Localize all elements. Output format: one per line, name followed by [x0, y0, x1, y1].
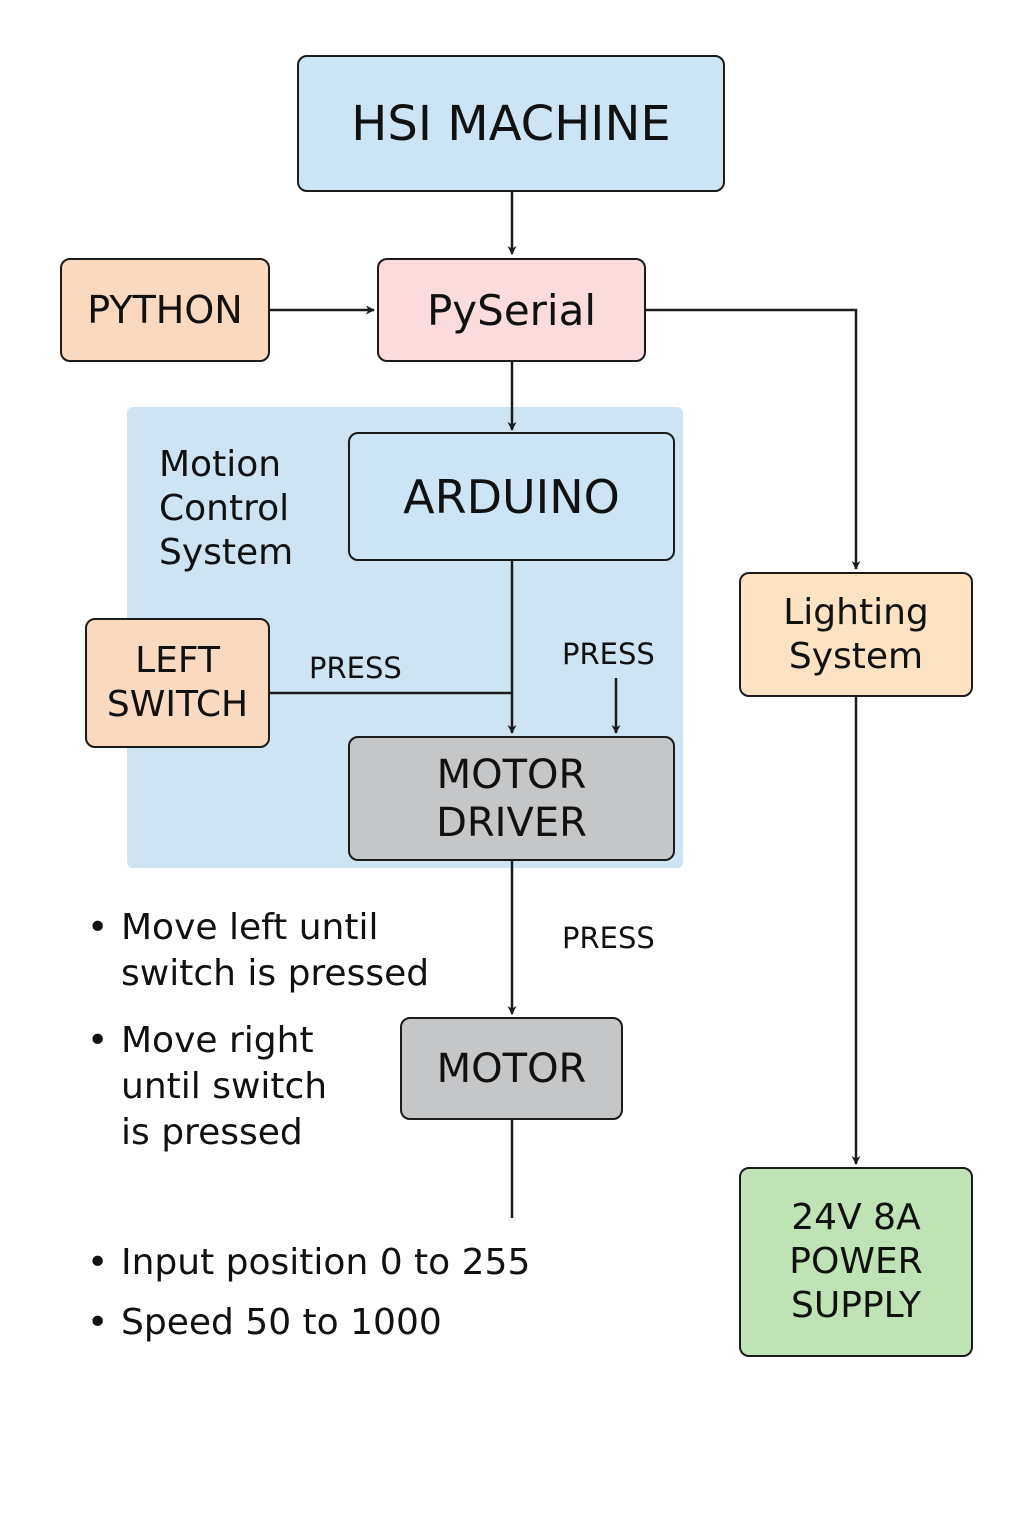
- right-press-label: PRESS: [562, 637, 655, 671]
- python-label: PYTHON: [87, 288, 243, 332]
- motor-label: MOTOR: [436, 1045, 587, 1092]
- hsi-machine-node: HSI MACHINE: [297, 55, 725, 192]
- lighting-system-label: Lighting System: [783, 591, 929, 677]
- note-move-left: Move left until switch is pressed: [87, 905, 429, 997]
- left-switch-label: LEFT SWITCH: [106, 640, 249, 725]
- motor-driver-label: MOTOR DRIVER: [436, 751, 587, 846]
- pyserial-node: PySerial: [377, 258, 646, 362]
- driver-press-label: PRESS: [562, 921, 655, 955]
- note-input-position: Input position 0 to 255: [87, 1240, 530, 1286]
- note-speed: Speed 50 to 1000: [87, 1300, 442, 1346]
- motor-node: MOTOR: [400, 1017, 623, 1120]
- motion-control-label: Motion Control System: [159, 444, 294, 573]
- motor-driver-node: MOTOR DRIVER: [348, 736, 675, 861]
- arduino-label: ARDUINO: [403, 469, 620, 524]
- hsi-machine-label: HSI MACHINE: [351, 95, 671, 152]
- power-supply-label: 24V 8A POWER SUPPLY: [789, 1197, 923, 1326]
- lighting-system-node: Lighting System: [739, 572, 973, 697]
- left-switch-press-label: PRESS: [309, 651, 402, 685]
- edge-pyserial-to-lighting: [646, 308, 861, 570]
- arduino-node: ARDUINO: [348, 432, 675, 561]
- note-move-right: Move right until switch is pressed: [87, 1018, 327, 1156]
- python-node: PYTHON: [60, 258, 270, 362]
- left-switch-node: LEFT SWITCH: [85, 618, 270, 748]
- power-supply-node: 24V 8A POWER SUPPLY: [739, 1167, 973, 1357]
- pyserial-label: PySerial: [426, 285, 597, 335]
